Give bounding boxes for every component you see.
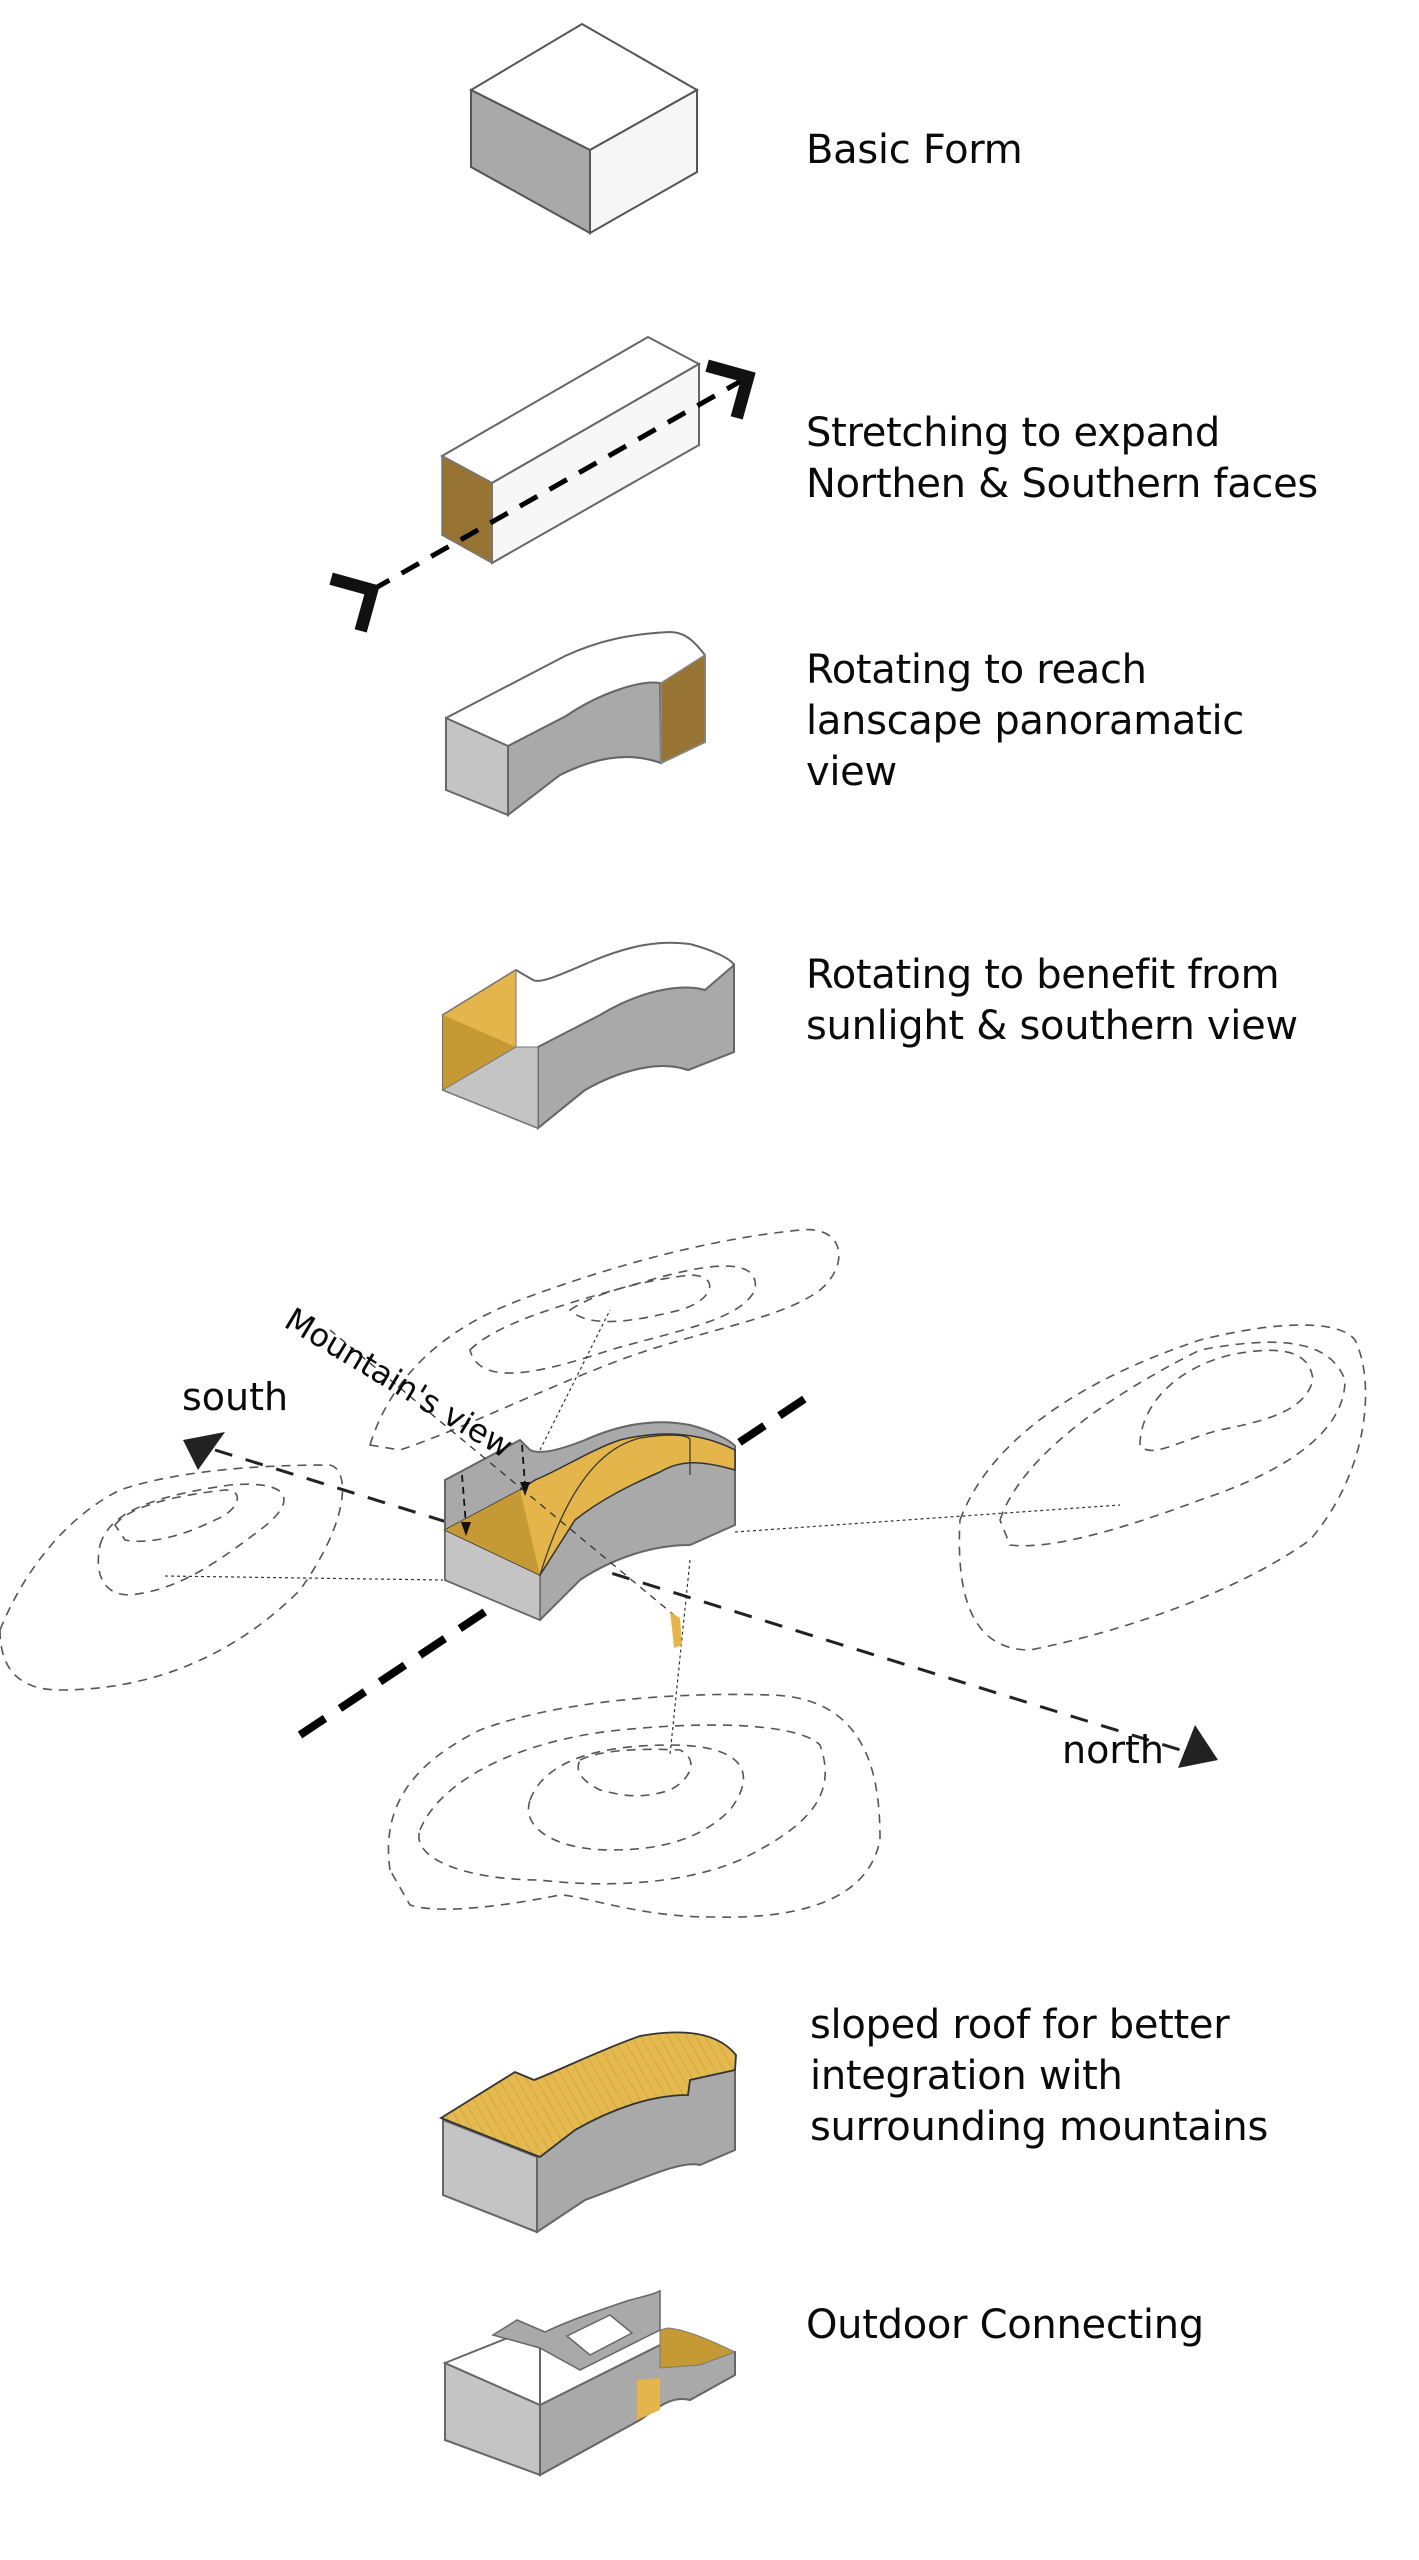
- step-outdoor-label: Outdoor Connecting: [806, 2302, 1204, 2348]
- step-sloped-roof-label: sloped roof for better integration with …: [810, 2002, 1268, 2150]
- contour-lines-north: [368, 1228, 840, 1451]
- human-figure-icon: [670, 1612, 682, 1648]
- stretched-bar: [329, 335, 756, 633]
- step-rotating-sunlight-label: Rotating to benefit from sunlight & sout…: [806, 952, 1298, 1049]
- contour-lines-west: [0, 1464, 344, 1691]
- site-plan: [0, 1228, 1367, 1918]
- sloped-roof-building: [439, 2031, 737, 2234]
- outdoor-building: [442, 2289, 737, 2477]
- step-basic-form-label: Basic Form: [806, 127, 1023, 173]
- basic-form-box: [468, 22, 700, 235]
- contour-lines-south: [387, 1693, 881, 1918]
- south-north-axis: [214, 1448, 1191, 1755]
- site-building: [329, 1329, 736, 1648]
- step-rotating-landscape-label: Rotating to reach lanscape panoramatic v…: [806, 647, 1244, 795]
- curved-bar-sunlight: [441, 941, 735, 1131]
- curved-bar-landscape: [445, 630, 706, 818]
- north-label: north: [1062, 1728, 1164, 1772]
- north-arrowhead-icon: [1178, 1725, 1218, 1768]
- step-stretching-label: Stretching to expand Northen & Southern …: [806, 410, 1318, 507]
- stretch-axis-arrow: [329, 359, 756, 633]
- sight-lines: [164, 1309, 1121, 1756]
- contour-lines-east: [958, 1324, 1367, 1651]
- south-label: south: [182, 1375, 289, 1419]
- south-arrowhead-icon: [183, 1432, 225, 1470]
